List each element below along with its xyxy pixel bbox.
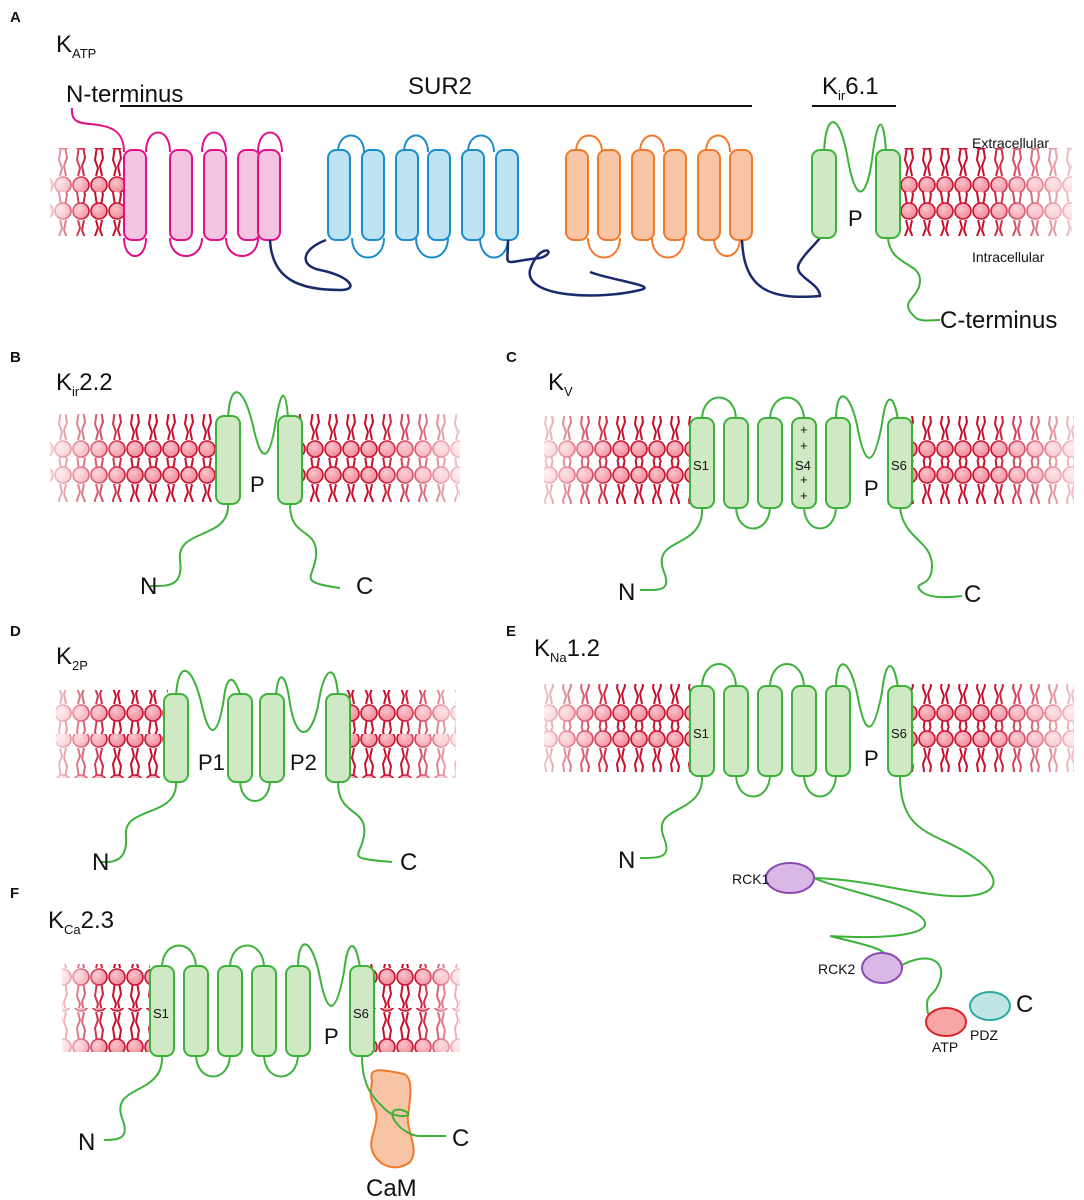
kir22-subunit	[149, 391, 341, 589]
k2p-c-label: C	[400, 849, 417, 876]
kir22-pore-label: P	[250, 472, 265, 497]
kv-s4-label: S4	[795, 458, 811, 473]
kir22-c-label: C	[356, 573, 373, 600]
sur2-label: SUR2	[408, 73, 472, 100]
atp-label: ATP	[932, 1039, 958, 1055]
kna12-title: KNa1.2	[534, 635, 600, 665]
kca23-c-tail	[361, 1055, 446, 1137]
svg-text:+: +	[800, 422, 808, 437]
kna-s1-label: S1	[693, 726, 709, 741]
rck1-label: RCK1	[732, 871, 770, 887]
kna12-subunit	[639, 663, 1005, 1015]
panel-f: F KCa2.3 S1 S6 P N C CaM	[10, 885, 469, 1200]
k2p-title: K2P	[56, 643, 88, 673]
svg-text:+: +	[800, 438, 808, 453]
sur2-tmd1	[327, 134, 519, 259]
membrane-e-right	[908, 684, 1074, 772]
kir61-pore-label: P	[848, 206, 863, 231]
c-terminus-label: C-terminus	[940, 307, 1057, 334]
kir61-subunit	[811, 121, 941, 322]
sur2-tmd0	[70, 107, 283, 257]
intracellular-label: Intracellular	[972, 249, 1045, 265]
panel-letter-c: C	[506, 349, 517, 366]
panel-c: C KV S1 + + + +	[506, 349, 1074, 608]
panel-letter-b: B	[10, 349, 21, 366]
kv-s1-label: S1	[693, 458, 709, 473]
k2p-n-label: N	[92, 849, 109, 876]
membrane-d-left	[56, 690, 168, 778]
k2p-subunit	[99, 670, 393, 864]
rck1-domain	[765, 862, 815, 894]
linker-loop-1	[268, 238, 352, 292]
n-terminus-label: N-terminus	[66, 81, 183, 108]
membrane-f-right	[370, 964, 460, 1052]
atp-domain	[925, 1007, 967, 1037]
membrane-c-right	[910, 416, 1074, 504]
kca-s1-label: S1	[153, 1006, 169, 1021]
kna-s6-label: S6	[891, 726, 907, 741]
cam-label: CaM	[366, 1175, 417, 1200]
pdz-domain	[969, 991, 1011, 1021]
kv-c-label: C	[964, 581, 981, 608]
panel-letter-e: E	[506, 623, 516, 640]
membrane-f-left	[62, 964, 150, 1052]
kv-title: KV	[548, 369, 573, 399]
kir61-label: Kir6.1	[822, 73, 879, 103]
rck2-label: RCK2	[818, 961, 856, 977]
panel-b: B Kir2.2 P N C	[10, 349, 460, 600]
panel-letter-f: F	[10, 885, 19, 902]
kna-c-label: C	[1016, 991, 1033, 1018]
extracellular-label: Extracellular	[972, 135, 1049, 151]
k2p-p1-label: P1	[198, 750, 225, 775]
kv-s6-label: S6	[891, 458, 907, 473]
kca23-title: KCa2.3	[48, 907, 114, 937]
kv-pore-label: P	[864, 476, 879, 501]
katp-title: KATP	[56, 31, 96, 61]
kca-pore-label: P	[324, 1024, 339, 1049]
panel-a: A KATP N-terminus SUR2 Kir6.1 Extracellu…	[10, 9, 1072, 334]
svg-text:+: +	[800, 488, 808, 503]
kv-subunit	[639, 395, 963, 599]
rck2-domain	[861, 952, 903, 984]
s4-charges: + + + +	[800, 422, 808, 503]
kna-pore-label: P	[864, 746, 879, 771]
kir22-n-label: N	[140, 573, 157, 600]
svg-text:+: +	[800, 472, 808, 487]
k2p-p2-label: P2	[290, 750, 317, 775]
pdz-label: PDZ	[970, 1027, 998, 1043]
kca-n-label: N	[78, 1129, 95, 1156]
kca-c-label: C	[452, 1125, 469, 1152]
membrane-a-right	[896, 148, 1072, 236]
kca-s6-label: S6	[353, 1006, 369, 1021]
membrane-e-left	[544, 684, 692, 772]
panel-d: D K2P P1 P2 N C	[10, 623, 456, 876]
membrane-a-left	[50, 148, 130, 236]
membrane-d-right	[344, 690, 456, 778]
kir22-title: Kir2.2	[56, 369, 113, 399]
kca23-subunit	[103, 943, 375, 1141]
membrane-b-left	[50, 414, 218, 502]
linker-loop-2	[506, 239, 646, 297]
calmodulin	[369, 1069, 415, 1169]
sur2-tmd2	[565, 134, 753, 259]
membrane-b-right	[296, 414, 460, 502]
panel-e: E KNa1.2 S1 S6 P N	[506, 623, 1074, 1055]
kv-n-label: N	[618, 579, 635, 606]
panel-letter-d: D	[10, 623, 21, 640]
linker-loop-3	[740, 237, 822, 298]
kna-n-label: N	[618, 847, 635, 874]
panel-letter-a: A	[10, 9, 21, 26]
membrane-c-left	[544, 416, 692, 504]
